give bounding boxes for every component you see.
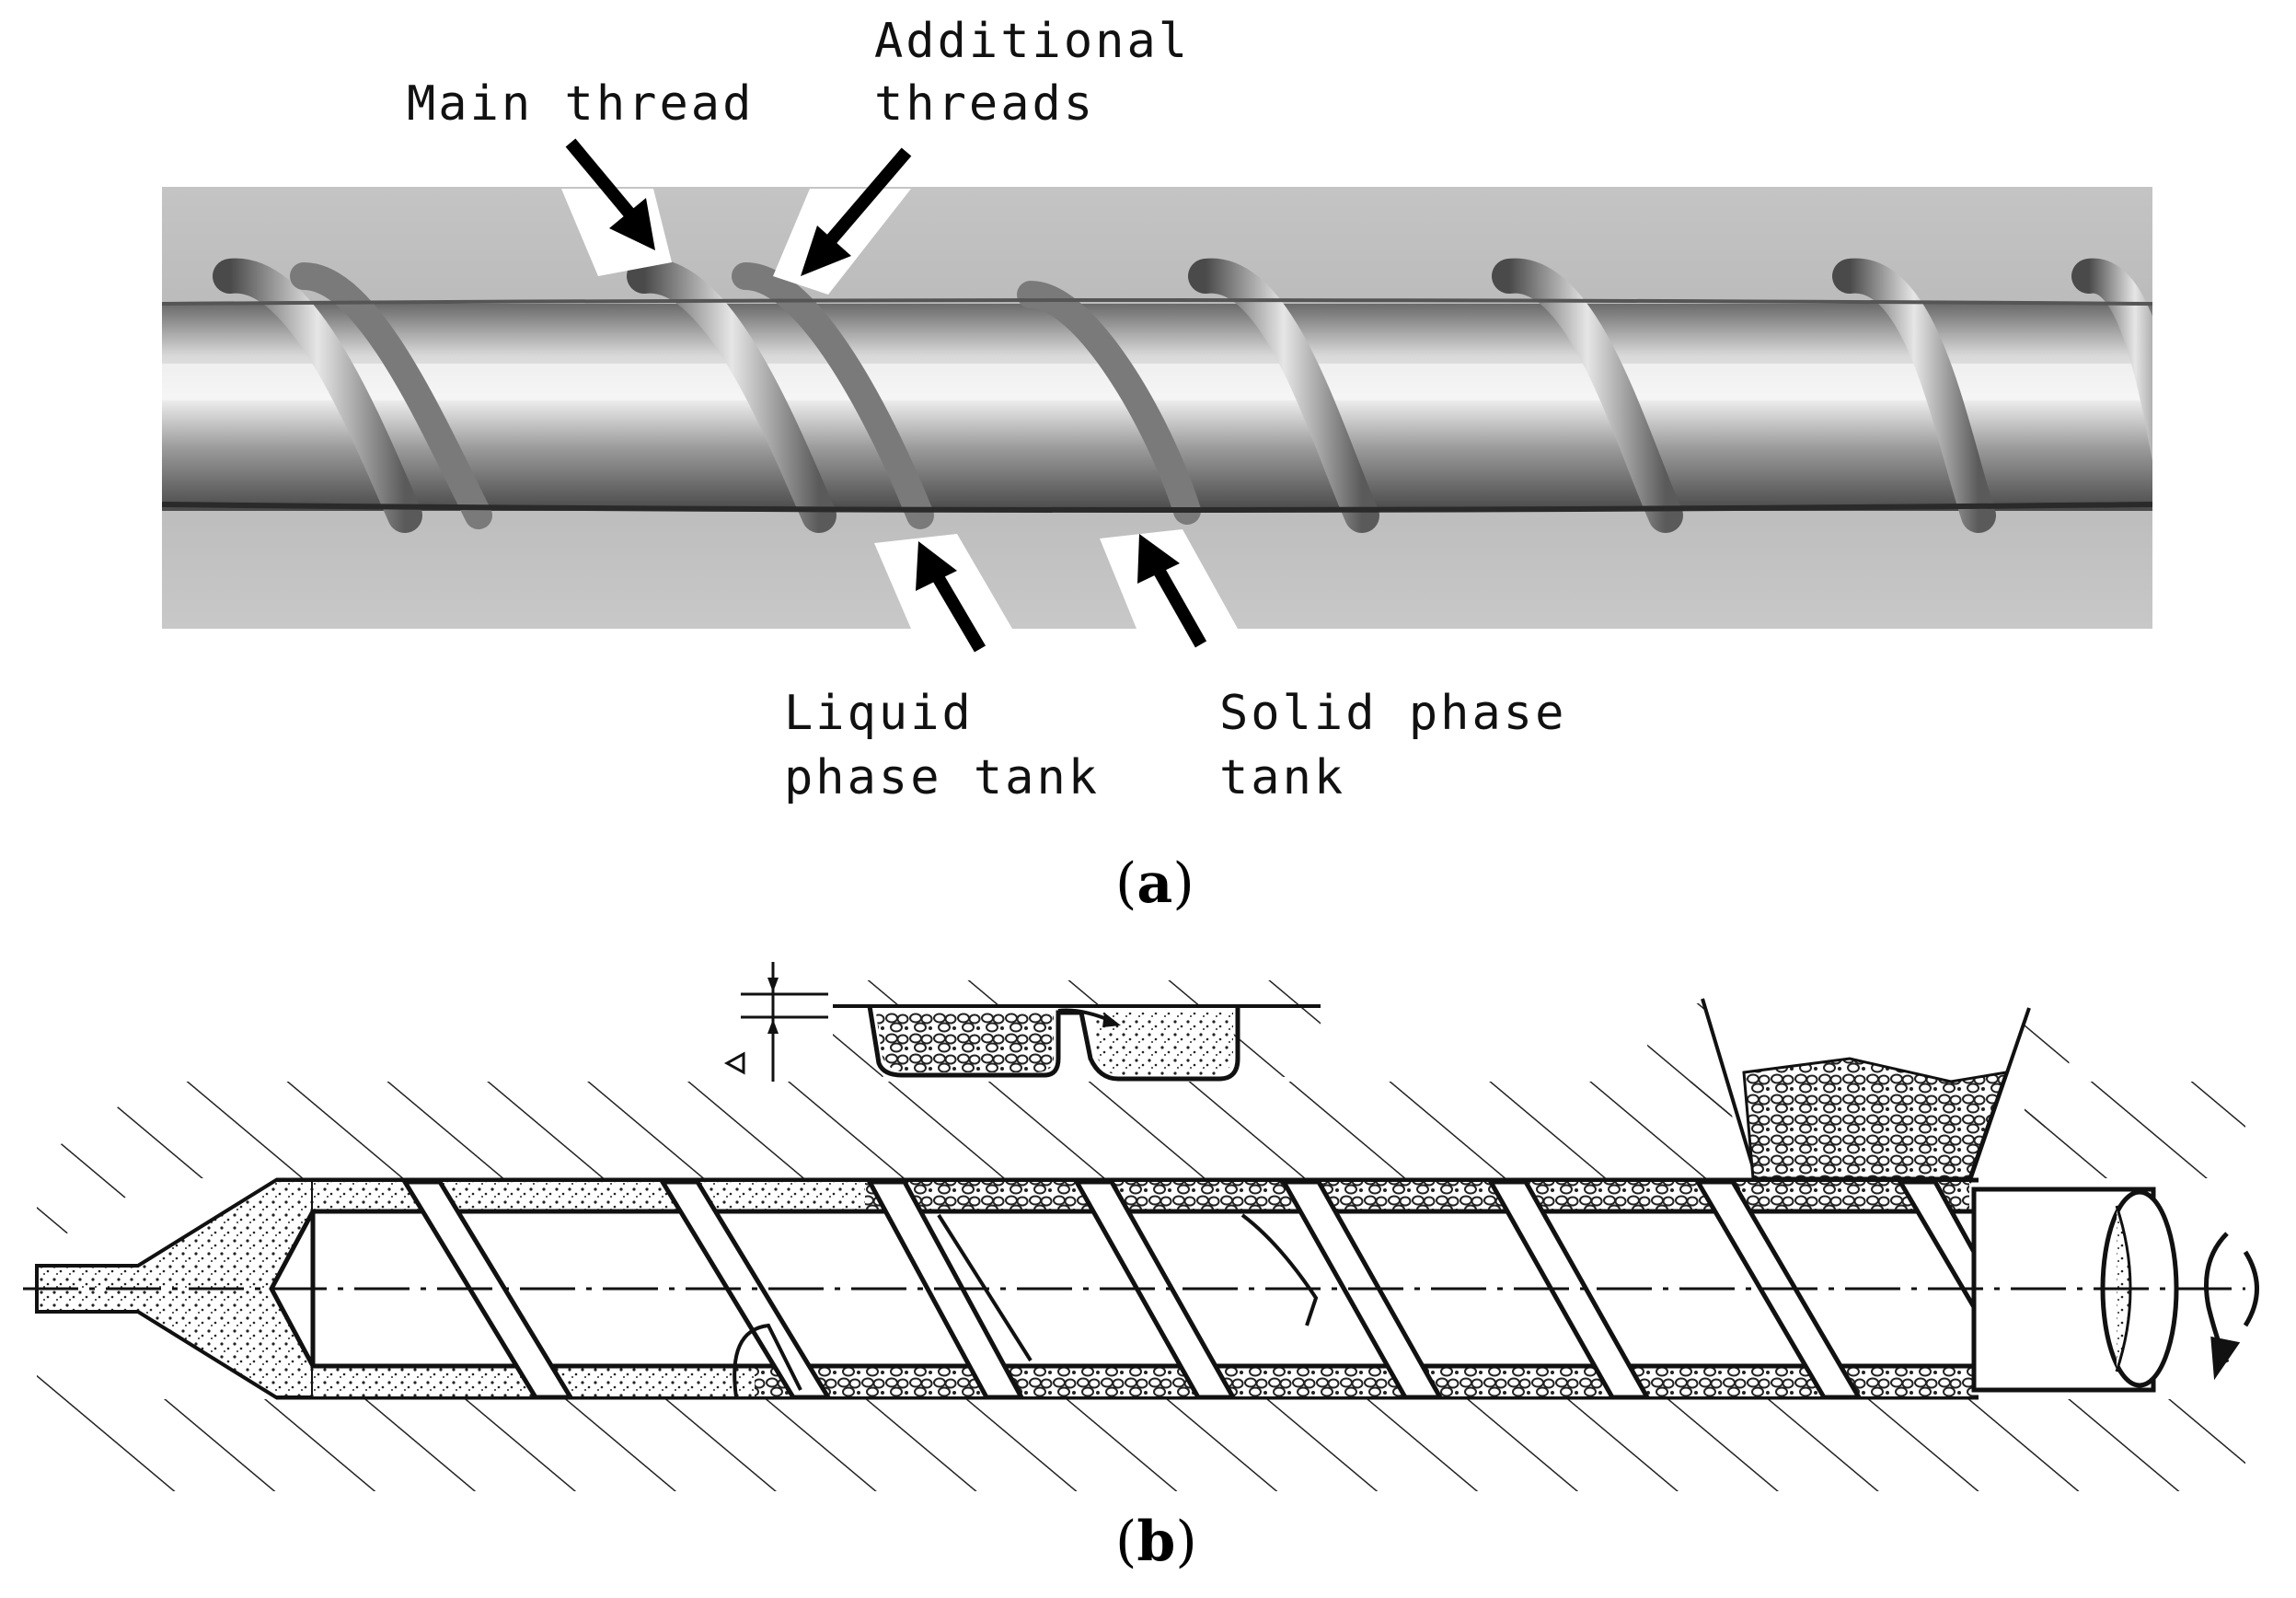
barrel-upper-wall: [37, 1082, 2245, 1252]
hopper-pellets: [1742, 1057, 2009, 1180]
hopper-left-wall: [1638, 1003, 1748, 1178]
arrow-solid-phase-tank: [1137, 534, 1207, 648]
label-liquid-phase-tank-2: phase tank: [784, 750, 1101, 805]
mixed-layer-top: [865, 1182, 1969, 1210]
label-main-thread: Main thread: [407, 76, 755, 132]
label-additional-threads-2: threads: [874, 76, 1096, 132]
label-solid-phase-tank-1: Solid phase: [1219, 686, 1567, 741]
melt-layer-top: [313, 1182, 865, 1210]
caption-b: (b): [1115, 1510, 1197, 1574]
arrow-liquid-phase-tank: [916, 541, 986, 653]
main-thread-flights: [213, 258, 2152, 533]
arrow-additional-threads: [801, 147, 912, 276]
rotation-arrow-icon: [2204, 1232, 2259, 1381]
inset-channel-detail: [723, 962, 1321, 1082]
hopper-right-wall: [2025, 1003, 2089, 1178]
delta-symbol: [723, 1051, 745, 1075]
pellet-layer-bottom: [755, 1367, 1974, 1396]
label-additional-threads-1: Additional: [874, 14, 1191, 69]
label-solid-phase-tank-2: tank: [1219, 750, 1346, 805]
label-liquid-phase-tank-1: Liquid: [784, 686, 974, 741]
inset-solid-channel: [867, 1005, 1240, 1082]
caption-a: (a): [1115, 851, 1194, 916]
barrel-lower-wall: [37, 1326, 2245, 1491]
arrow-main-thread: [565, 138, 655, 250]
